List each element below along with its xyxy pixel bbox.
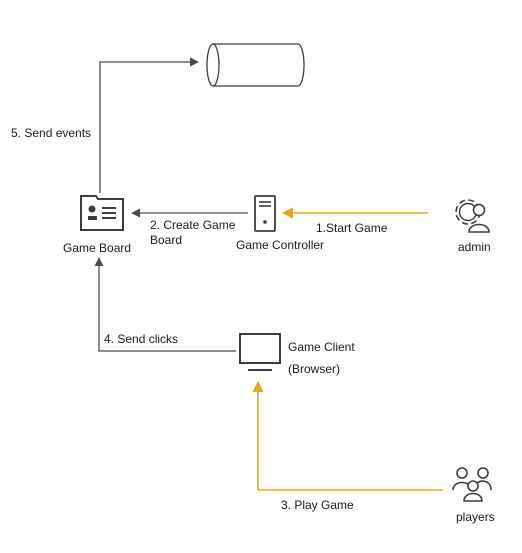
start-game-label: 1.Start Game [316,221,388,235]
edge-play-game [252,380,443,491]
players-group-icon [452,467,492,502]
game-board-label: Game Board [63,241,131,255]
game-controller-label: Game Controller [236,238,324,252]
game-board-icon [80,195,124,231]
players-label: players [456,510,495,524]
create-board-label-line2: Board [150,233,182,247]
admin-label: admin [458,240,491,254]
edge-send-clicks [94,257,236,352]
create-board-label: 2. Create Game [150,218,236,232]
database-cylinder-icon [206,43,305,87]
play-game-label: 3. Play Game [281,498,354,512]
game-client-browser-label: (Browser) [288,362,340,376]
send-clicks-label: 4. Send clicks [104,332,178,346]
game-controller-server-icon [254,195,276,232]
edge-send-events [99,57,199,193]
send-events-label: 5. Send events [11,126,91,140]
admin-gear-user-icon [455,199,490,233]
game-client-label: Game Client [288,340,355,354]
game-client-monitor-icon [239,333,281,371]
